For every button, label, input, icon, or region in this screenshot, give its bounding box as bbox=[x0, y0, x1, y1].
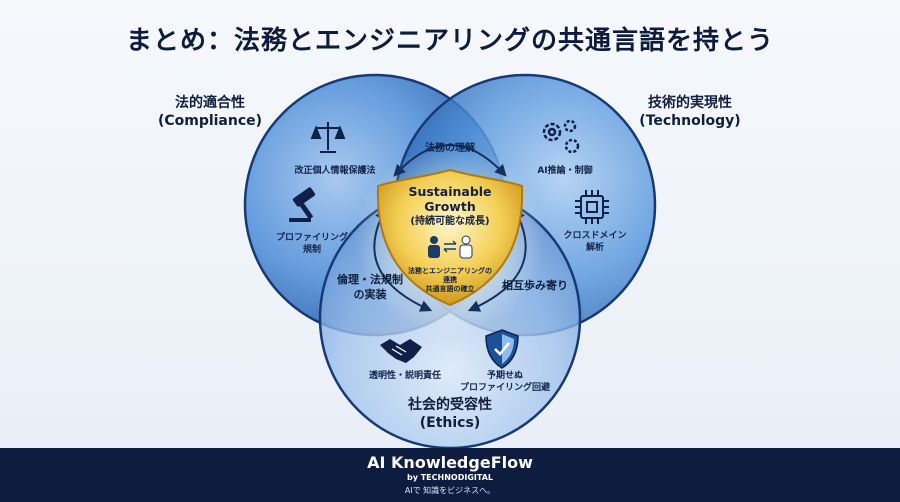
gavel-icon bbox=[289, 187, 316, 222]
footer-bar: AI KnowledgeFlow by TECHNODIGITAL AIで 知識… bbox=[0, 448, 900, 502]
gears-icon bbox=[542, 119, 580, 154]
ethics-title: 社会的受容性 (Ethics) bbox=[408, 397, 492, 431]
footer-tagline: AIで 知識をビジネスへ。 bbox=[404, 486, 496, 495]
ethics-implementation-label: 倫理・法規制 の実装 bbox=[337, 273, 403, 301]
cross-domain-label: クロスドメイン 解析 bbox=[563, 231, 627, 253]
footer-byline: by TECHNODIGITAL bbox=[407, 473, 493, 482]
arrow-ethics bbox=[373, 207, 433, 312]
center-title: Sustainable Growth (持続可能な成長) bbox=[408, 184, 492, 227]
ai-inference-label: AI推論・制御 bbox=[537, 166, 593, 176]
transparency-label: 透明性・説明責任 bbox=[368, 371, 441, 381]
compliance-title: 法的適合性 (Compliance) bbox=[157, 95, 263, 129]
scale-icon bbox=[310, 122, 346, 153]
center-subtext: 法務とエンジニアリングの 連携 共通言語の確立 bbox=[408, 267, 492, 293]
footer-brand: AI KnowledgeFlow bbox=[367, 453, 533, 472]
people-collaboration-icon bbox=[428, 235, 473, 259]
page-title: まとめ：法務とエンジニアリングの共通言語を持とう bbox=[125, 26, 774, 56]
arrow-legal-understanding bbox=[393, 144, 507, 177]
arrow-mutual bbox=[467, 207, 527, 312]
technology-title: 技術的実現性 (Technology) bbox=[639, 95, 741, 129]
privacy-law-label: 改正個人情報保護法 bbox=[294, 166, 376, 176]
shield-check-icon bbox=[485, 329, 519, 369]
legal-understanding-label: 法務の理解 bbox=[425, 143, 475, 154]
mutual-compromise-label: 相互歩み寄り bbox=[502, 279, 568, 292]
unintended-profiling-label: 予期せぬ プロファイリング回避 bbox=[459, 371, 550, 393]
profiling-regulation-label: プロファイリング 規制 bbox=[275, 233, 348, 255]
chip-icon bbox=[575, 190, 609, 224]
center-shield bbox=[376, 168, 524, 307]
handshake-icon bbox=[380, 339, 422, 363]
